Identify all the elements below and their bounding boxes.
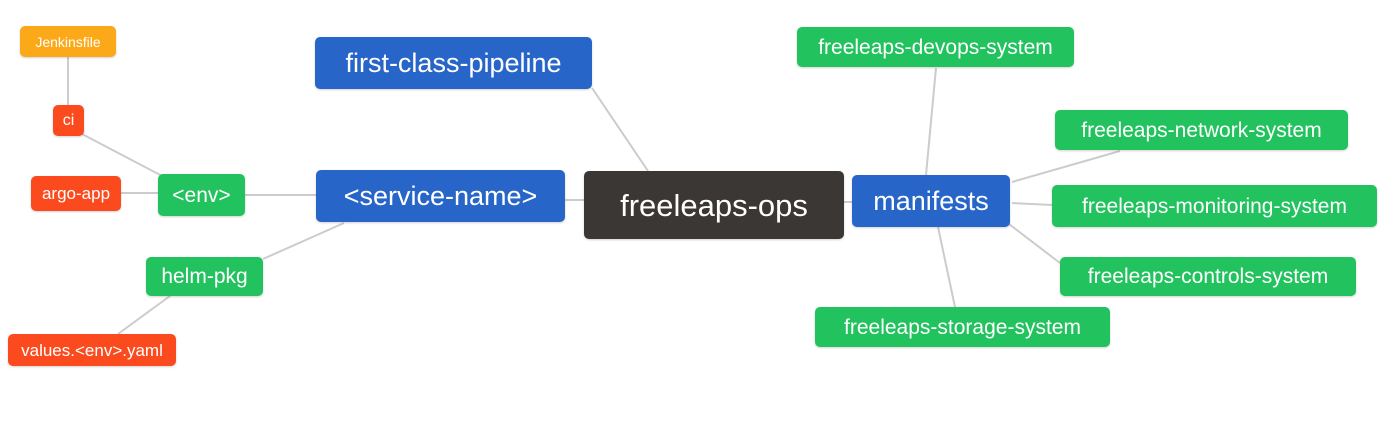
node-first-class-pipeline[interactable]: first-class-pipeline	[315, 37, 592, 89]
edge-manifests-to-freeleaps-network-system	[1011, 150, 1121, 183]
node-manifests[interactable]: manifests	[852, 175, 1010, 227]
node-helm-pkg[interactable]: helm-pkg	[146, 257, 263, 296]
node-ci[interactable]: ci	[53, 105, 84, 136]
node-freeleaps-network-system[interactable]: freeleaps-network-system	[1055, 110, 1348, 150]
edge-manifests-to-freeleaps-monitoring-system	[1011, 202, 1053, 206]
node-values-env-yaml[interactable]: values.<env>.yaml	[8, 334, 176, 366]
edge-manifests-to-freeleaps-controls-system	[1008, 223, 1061, 264]
node-freeleaps-devops-system[interactable]: freeleaps-devops-system	[797, 27, 1074, 67]
edge-ci-to-env	[81, 133, 167, 179]
edge-first-class-pipeline-to-freeleaps-ops	[591, 87, 649, 172]
edge-manifests-to-freeleaps-storage-system	[937, 226, 956, 308]
node-freeleaps-controls-system[interactable]: freeleaps-controls-system	[1060, 257, 1356, 296]
edge-service-name-to-helm-pkg	[262, 222, 345, 260]
node-freeleaps-storage-system[interactable]: freeleaps-storage-system	[815, 307, 1110, 347]
edge-helm-pkg-to-values-env-yaml	[117, 295, 171, 335]
node-argo-app[interactable]: argo-app	[31, 176, 121, 211]
node-env[interactable]: <env>	[158, 174, 245, 216]
edge-freeleaps-devops-system-to-manifests	[925, 67, 937, 176]
node-jenkinsfile[interactable]: Jenkinsfile	[20, 26, 116, 57]
node-service-name[interactable]: <service-name>	[316, 170, 565, 222]
node-freeleaps-monitoring-system[interactable]: freeleaps-monitoring-system	[1052, 185, 1377, 227]
node-freeleaps-ops[interactable]: freeleaps-ops	[584, 171, 844, 239]
